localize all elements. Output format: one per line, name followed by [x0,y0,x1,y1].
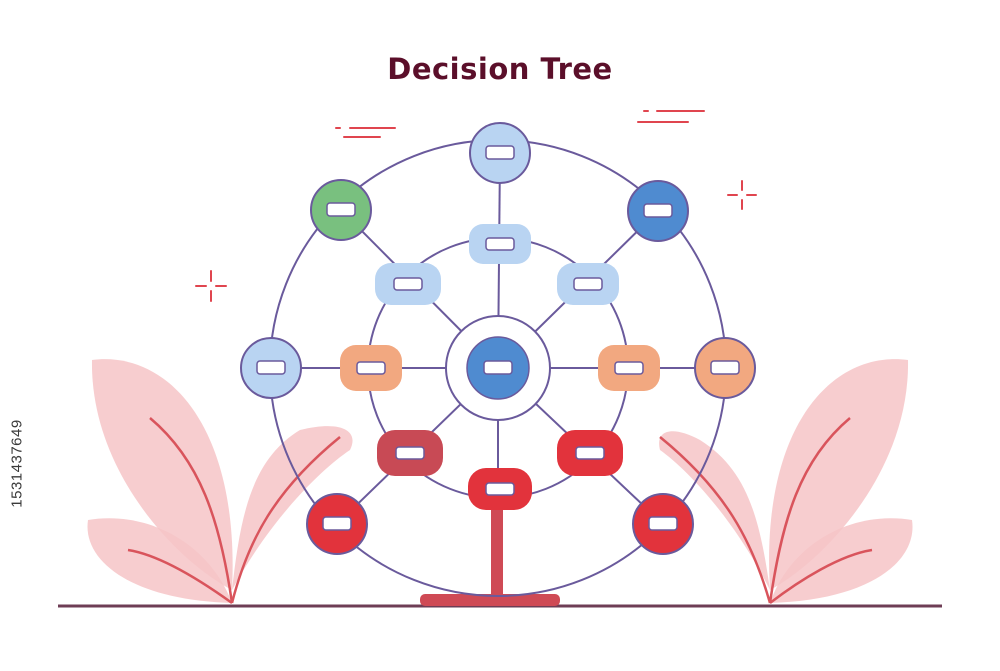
sparkle-decoration-right [727,180,757,210]
node-inner-top-left[interactable] [375,263,441,305]
node-inner-top[interactable] [469,224,531,264]
node-inner-left[interactable] [340,345,402,391]
node-outer-top-right[interactable] [627,180,689,242]
node-inner-bottom[interactable] [468,468,532,510]
speed-lines-left [335,127,396,138]
node-outer-bottom-left[interactable] [306,493,368,555]
stock-id-label: 1531437649 [8,419,26,508]
node-outer-top-left[interactable] [310,179,372,241]
node-outer-right[interactable] [694,337,756,399]
node-outer-bottom-right[interactable] [632,493,694,555]
node-inner-top-right[interactable] [557,263,619,305]
node-outer-top[interactable] [469,122,531,184]
node-center-hub[interactable] [445,315,551,421]
node-outer-left[interactable] [240,337,302,399]
plant-left [87,359,353,605]
speed-lines-right [637,110,705,123]
node-inner-right[interactable] [598,345,660,391]
inner-nodes [340,224,660,510]
page-title: Decision Tree [387,52,613,86]
node-inner-bottom-right[interactable] [557,430,623,476]
sparkle-decoration-left [195,270,227,302]
outer-nodes [240,122,756,555]
wheel-stand [420,500,560,606]
plant-right [659,359,913,604]
node-inner-bottom-left[interactable] [377,430,443,476]
